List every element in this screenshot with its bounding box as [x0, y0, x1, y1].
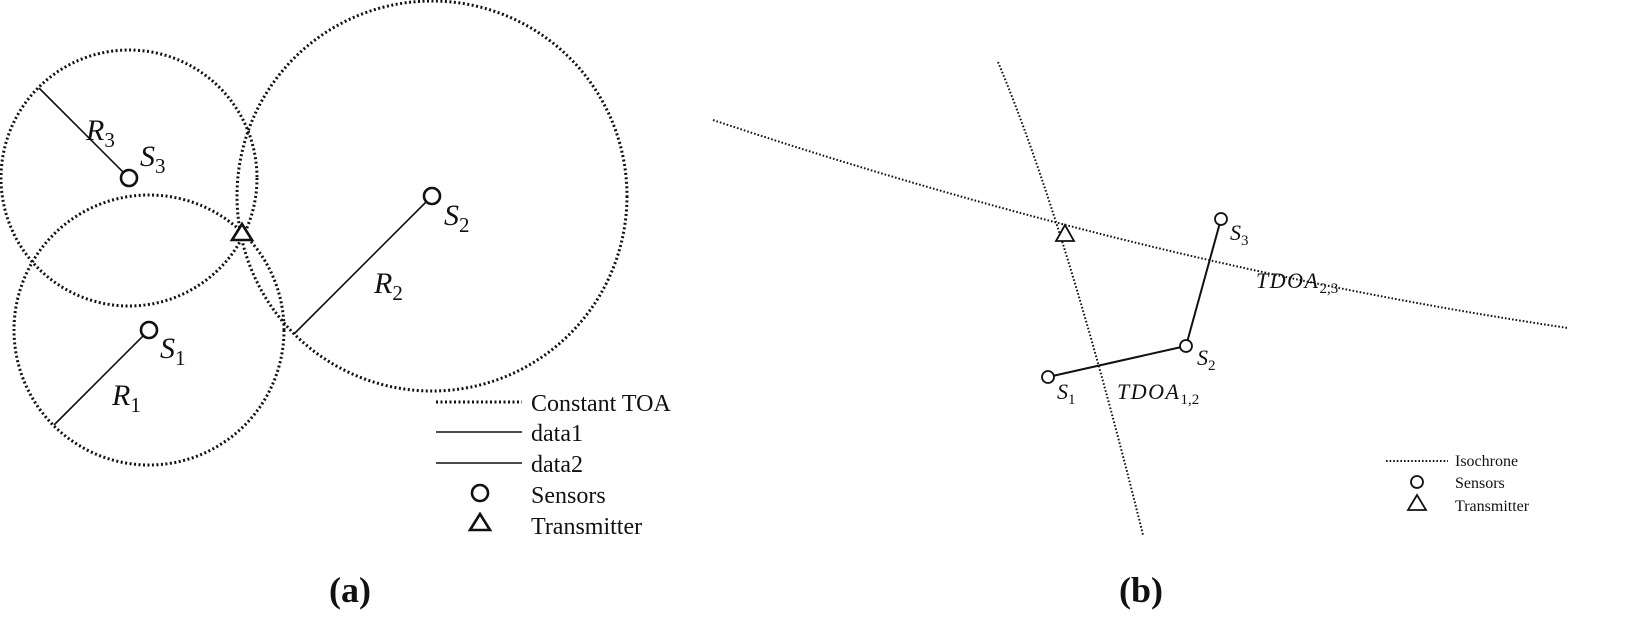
- sensor-s2-icon: [422, 186, 442, 206]
- legend-b-triangle-icon: [1406, 493, 1428, 511]
- toa-circle-s2: [235, 0, 629, 393]
- legend-a: Constant TOA data1 data2 Sensors Transmi…: [436, 391, 671, 540]
- isochrone-tdoa-12: [997, 61, 1144, 536]
- caption-b: (b): [1119, 570, 1163, 610]
- toa-circle-s3: [0, 48, 259, 308]
- radius-line-r1: [53, 329, 150, 426]
- label-s1: S1: [160, 332, 186, 370]
- sensor-s3-icon: [119, 168, 139, 188]
- baseline-s2-s3: [1185, 218, 1222, 347]
- caption-a: (a): [329, 570, 371, 610]
- legend-a-data1: data1: [531, 421, 583, 447]
- label-r1: R1: [111, 379, 141, 417]
- radius-line-r3: [38, 87, 130, 179]
- label-b-s2: S2: [1197, 345, 1216, 374]
- legend-a-transmitter: Transmitter: [531, 514, 642, 540]
- radius-line-r2: [293, 195, 433, 335]
- legend-a-sensors: Sensors: [531, 483, 606, 509]
- panel-b: S1 S2 S3 TDOA1,2 TDOA2,3 Isochrone Senso…: [712, 61, 1569, 610]
- isochrone-tdoa-23: [712, 119, 1569, 329]
- legend-b-sensor-icon: [1410, 475, 1424, 489]
- transmitter-b-triangle-icon: [1054, 223, 1076, 242]
- panel-a: S1 S2 S3 R1 R2 R3 Constant TOA data1 dat…: [0, 0, 671, 610]
- toa-circle-s1: [12, 193, 286, 467]
- label-r3: R3: [85, 114, 115, 152]
- sensor-b-s2-icon: [1179, 339, 1193, 353]
- label-b-s3: S3: [1230, 220, 1249, 249]
- label-s3: S3: [140, 140, 166, 178]
- label-tdoa-12: TDOA1,2: [1117, 379, 1199, 408]
- label-r2: R2: [373, 267, 403, 305]
- legend-b-isochrone: Isochrone: [1455, 453, 1518, 470]
- label-b-s1: S1: [1057, 379, 1076, 408]
- sensor-b-s1-icon: [1041, 370, 1055, 384]
- legend-b: Isochrone Sensors Transmitter: [1386, 453, 1530, 515]
- label-tdoa-23: TDOA2,3: [1256, 268, 1338, 297]
- legend-b-transmitter: Transmitter: [1455, 498, 1530, 515]
- sensor-b-s3-icon: [1214, 212, 1228, 226]
- label-s2: S2: [444, 199, 470, 237]
- legend-a-sensor-icon: [470, 483, 490, 503]
- baseline-s1-s2: [1047, 345, 1187, 378]
- transmitter-triangle-icon: [229, 221, 255, 242]
- legend-b-sensors: Sensors: [1455, 475, 1505, 492]
- sensor-s1-icon: [139, 320, 159, 340]
- legend-a-data2: data2: [531, 452, 583, 478]
- legend-a-triangle-icon: [467, 511, 493, 532]
- legend-a-constant-toa: Constant TOA: [531, 391, 671, 417]
